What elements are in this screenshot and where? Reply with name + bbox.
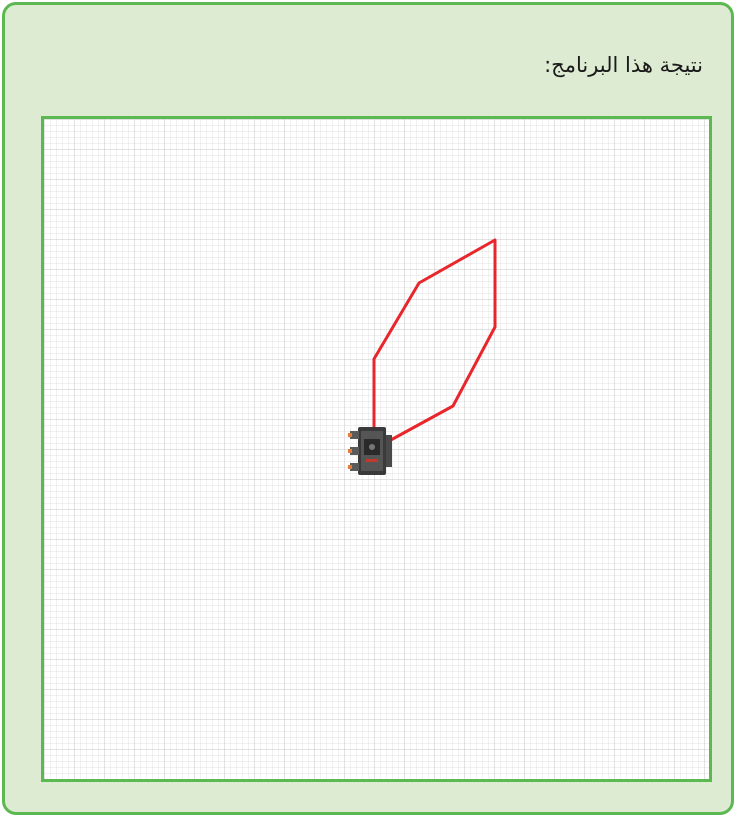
result-panel: نتيجة هذا البرنامج: — [2, 2, 734, 815]
robot-icon — [348, 425, 396, 477]
simulation-canvas — [41, 116, 712, 782]
panel-heading: نتيجة هذا البرنامج: — [544, 53, 703, 77]
